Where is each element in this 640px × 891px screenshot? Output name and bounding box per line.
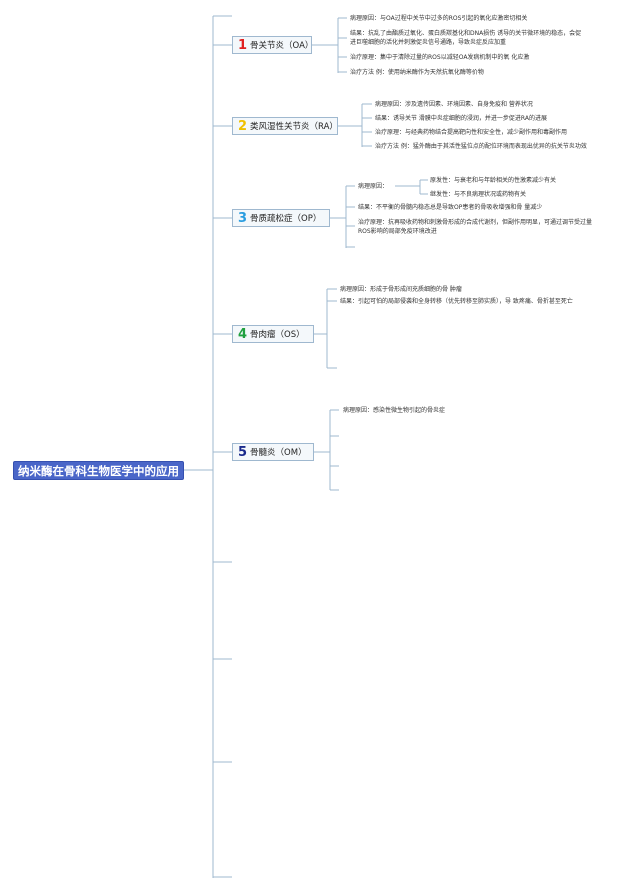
branch-node-os[interactable]: 4 骨肉瘤（OS） — [232, 325, 314, 343]
leaf-item: 结果：抗乱了由酯质过氧化、蛋白质羰基化和DNA损伤 诱导的关节微环境的稳态，会促… — [350, 30, 582, 46]
branch-number: 4 — [238, 326, 248, 342]
branch-node-op[interactable]: 3 骨质疏松症（OP） — [232, 209, 330, 227]
leaf-item: 结果：诱导关节 滑膜中炎症细胞的浸润，并进一步促进RA的进展 — [375, 115, 547, 122]
leaf-item: 病理原因：涉及遗传因素、环境因素、自身免疫和 营养状况 — [375, 101, 533, 108]
branch-node-ra[interactable]: 2 类风湿性关节炎（RA） — [232, 117, 338, 135]
branch-number: 2 — [238, 118, 248, 134]
leaf-item: 病理原因：感染性微生物引起的骨炎症 — [343, 407, 446, 414]
leaf-sub-item: 继发性：与不良病理状况或药物有关 — [430, 191, 527, 198]
leaf-item: 治疗原理：与经典药物结合提高靶向性和安全性，减少副作用和毒副作用 — [375, 129, 568, 136]
leaf-item: 病理原因：与OA过程中关节中过多的ROS引起的氧化应激密切相关 — [350, 15, 528, 22]
branch-label: 类风湿性关节炎（RA） — [250, 122, 338, 132]
branch-label: 骨肉瘤（OS） — [250, 330, 305, 340]
root-node[interactable]: 纳米酶在骨科生物医学中的应用 — [13, 461, 184, 480]
leaf-item: 治疗方法 例：使用纳米酶作为天然抗氧化酶等价物 — [350, 69, 484, 76]
root-label: 纳米酶在骨科生物医学中的应用 — [18, 463, 179, 478]
leaf-sub-item: 原发性：与衰老和与年龄相关的性激素减少有关 — [430, 177, 557, 184]
branch-node-oa[interactable]: 1 骨关节炎（OA） — [232, 36, 314, 54]
branch-label: 骨关节炎（OA） — [250, 41, 314, 51]
branch-number: 3 — [238, 210, 248, 226]
branch-number: 5 — [238, 444, 248, 460]
leaf-item: 治疗原理：集中于清除过量的ROS以减轻OA发病机制中的氧 化应激 — [350, 54, 530, 61]
branch-node-om[interactable]: 5 骨髓炎（OM） — [232, 443, 314, 461]
leaf-item: 结果：引起可怕的局部侵袭和全身转移（优先转移至肺实质），导 致疼痛、骨折甚至死亡 — [340, 298, 573, 305]
leaf-item: 病理原因： — [358, 183, 389, 190]
branch-label: 骨质疏松症（OP） — [250, 214, 322, 224]
branch-label: 骨髓炎（OM） — [250, 448, 307, 458]
leaf-item: 病理原因：形成于骨形成间充质细胞的骨 肿瘤 — [340, 286, 462, 293]
leaf-item: 结果：不平衡的骨髓内稳态总是导致OP患者的骨吸收增强和骨 量减少 — [358, 204, 543, 211]
leaf-item: 治疗方法 例：猛外酶由于其活性猛位点的配位环境而表现出优异的抗关节炎功效 — [375, 143, 587, 150]
leaf-item: 治疗原理：抗再吸收药物和刺激骨形成的合成代谢剂，但副作用明显，可通过调节受过量R… — [358, 219, 593, 235]
branch-number: 1 — [238, 37, 248, 53]
